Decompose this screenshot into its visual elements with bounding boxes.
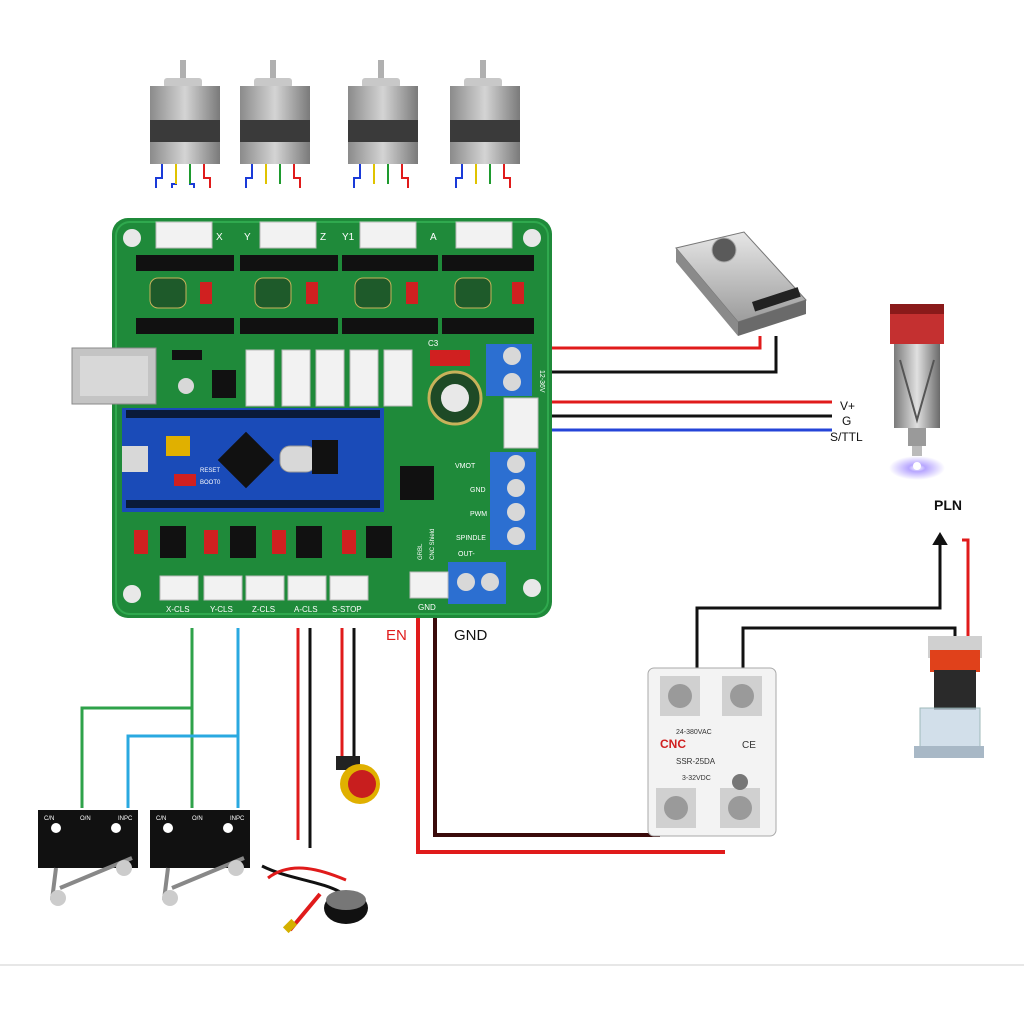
relay-brand: CNC <box>660 737 686 751</box>
connector-label-acls: A-CLS <box>294 605 318 614</box>
label-pln: PLN <box>934 497 962 513</box>
pln-arrow <box>932 532 948 548</box>
switch2-label-on: O/N <box>192 816 203 822</box>
terminal-label-out: OUT- <box>458 551 475 558</box>
laser-module <box>889 304 945 480</box>
solid-state-relay: 24-380VAC CNC CE SSR-25DA 3-32VDC <box>647 667 777 837</box>
motor-connector-a[interactable] <box>455 221 513 249</box>
spindle-router <box>914 636 984 758</box>
board-side-text-cnc: CNC Shield <box>430 529 436 560</box>
stepper-motor-3 <box>348 60 418 188</box>
connector-label-xcls: X-CLS <box>166 605 190 614</box>
terminal-label-spindle: SPINDLE <box>456 535 486 542</box>
switch1-label-on: O/N <box>80 816 91 822</box>
cnc-controller-board: X Y Z Y1 A <box>71 218 552 618</box>
terminal-label-vmot: VMOT <box>455 463 476 470</box>
wire-xcls <box>80 628 194 808</box>
axis-label-z: Z <box>320 232 326 243</box>
connector-ycls[interactable] <box>203 575 243 601</box>
wire-psu-positive <box>552 336 762 350</box>
motor-connector-y[interactable] <box>259 221 317 249</box>
switch2-label-cn: C/N <box>156 816 166 822</box>
label-sttl: S/TTL <box>830 430 863 444</box>
wire-pln-to-spindle <box>962 538 970 638</box>
micro-usb[interactable] <box>122 446 148 472</box>
connector-sstop[interactable] <box>329 575 369 601</box>
connector-zcls[interactable] <box>245 575 285 601</box>
wire-en <box>416 618 725 854</box>
axis-label-y1: Y1 <box>342 232 355 243</box>
emergency-stop-button <box>336 756 380 804</box>
connector-acls[interactable] <box>287 575 327 601</box>
boot-jumper[interactable] <box>166 436 190 456</box>
connector-label-ycls: Y-CLS <box>210 605 233 614</box>
crystal <box>279 445 317 473</box>
relay-ce: CE <box>742 740 756 751</box>
driver-capacitors <box>149 277 524 309</box>
wire-relay-to-pln <box>695 545 942 670</box>
relay-model: SSR-25DA <box>676 757 716 766</box>
mcu-board: RESET BOOT0 <box>122 408 384 512</box>
connector-label-zcls: Z-CLS <box>252 605 275 614</box>
spindle-terminal[interactable] <box>490 452 536 550</box>
mcu-label-boot: BOOT0 <box>200 480 221 486</box>
wire-gnd <box>433 618 660 837</box>
connector-xcls[interactable] <box>159 575 199 601</box>
terminal-label-gnd: GND <box>470 487 486 494</box>
limit-switch-2: C/N O/N INPC <box>150 810 250 906</box>
axis-label-y: Y <box>244 232 251 243</box>
reset-button[interactable] <box>174 474 196 486</box>
switch2-label-inpc: INPC <box>230 816 245 822</box>
axis-label-a: A <box>430 232 437 243</box>
wire-relay-to-spindle <box>741 626 957 672</box>
switch1-label-cn: C/N <box>44 816 54 822</box>
connector-label-sstop: S-STOP <box>332 605 362 614</box>
board-side-label-1: 12-36V <box>538 370 545 393</box>
stepper-motor-2 <box>240 60 310 188</box>
z-probe <box>261 864 368 934</box>
power-supply <box>675 231 807 336</box>
motor-connector-x[interactable] <box>155 221 213 249</box>
terminal-label-pwm: PWM <box>470 511 487 518</box>
board-side-text-grbl: GRBL <box>418 543 424 560</box>
axis-label-x: X <box>216 232 223 243</box>
label-gnd: GND <box>454 627 488 644</box>
label-en: EN <box>386 627 407 644</box>
wire-ycls <box>126 628 240 808</box>
stepper-motor-1 <box>150 60 220 188</box>
driver-sockets <box>136 255 534 334</box>
connector-gnd[interactable] <box>409 571 449 599</box>
out-terminal[interactable] <box>448 562 506 604</box>
laser-connector[interactable] <box>503 397 539 449</box>
wire-psu-negative <box>552 336 778 374</box>
stepper-motor-4 <box>450 60 520 188</box>
motor-connector-y1[interactable] <box>359 221 417 249</box>
relay-output: 24-380VAC <box>676 729 712 736</box>
switch1-label-inpc: INPC <box>118 816 133 822</box>
label-vplus: V+ <box>840 399 855 413</box>
limit-switch-1: C/N O/N INPC <box>38 810 138 906</box>
label-g: G <box>842 414 851 428</box>
optocouplers <box>134 526 392 558</box>
relay-input: 3-32VDC <box>682 775 711 782</box>
mcu-label-reset: RESET <box>200 468 220 474</box>
power-terminal[interactable] <box>486 344 532 396</box>
jst-connectors-mid <box>245 349 413 407</box>
connector-label-gnd: GND <box>418 603 436 612</box>
wires <box>80 336 970 854</box>
silk-c3: C3 <box>428 339 439 348</box>
